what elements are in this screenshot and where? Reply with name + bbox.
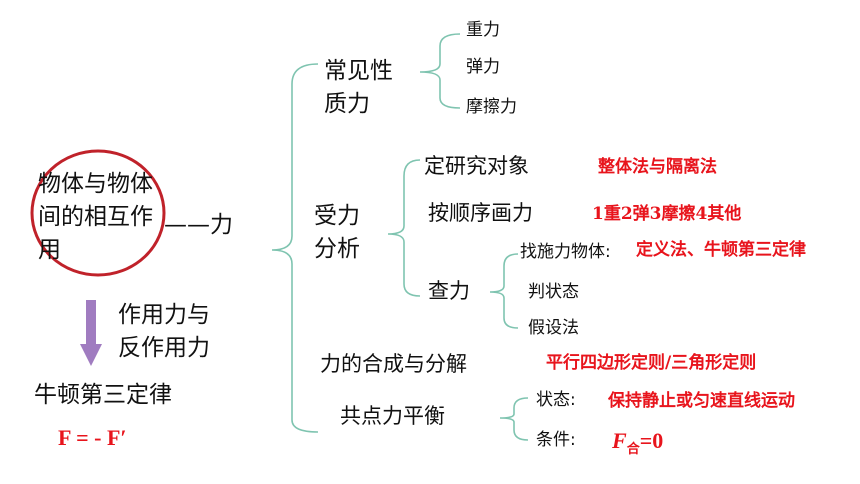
force-analysis-label-line1: 受力: [314, 203, 360, 229]
equilibrium-label: 共点力平衡: [340, 404, 445, 428]
gravity-item: 重力: [466, 20, 500, 40]
net-force-value: =0: [639, 428, 664, 453]
judge-state-label: 判状态: [528, 282, 579, 302]
check-bracket: [489, 253, 519, 329]
force-analysis-label-line2: 分析: [314, 236, 360, 262]
newton-third-law: 牛顿第三定律: [34, 382, 172, 408]
elastic-force-item: 弹力: [466, 57, 500, 77]
equilibrium-state-value: 保持静止或匀速直线运动: [608, 391, 795, 411]
action-reaction-line2: 反作用力: [118, 335, 210, 361]
main-bracket: [271, 63, 319, 433]
find-source-method: 定义法、牛顿第三定律: [636, 240, 806, 260]
center-circle: [30, 149, 166, 277]
equilibrium-condition-formula: F合=0: [612, 428, 664, 456]
action-reaction-line1: 作用力与: [118, 302, 210, 328]
choose-object-label: 定研究对象: [424, 154, 529, 178]
force-analysis-bracket: [387, 159, 421, 297]
newton-third-law-formula: F = - F′: [58, 425, 127, 450]
net-force-symbol: F: [612, 428, 627, 453]
check-forces-label: 查力: [428, 279, 470, 303]
equilibrium-condition-label: 条件:: [536, 430, 576, 450]
find-source-label: 找施力物体:: [520, 242, 611, 262]
net-force-subscript: 合: [626, 441, 640, 456]
common-forces-label-line2: 质力: [324, 91, 370, 117]
center-concept: 物体与物体间的相互作用: [38, 171, 153, 263]
down-arrow-shaft: [86, 300, 96, 344]
draw-in-order-label: 按顺序画力: [428, 201, 533, 225]
common-forces-label-line1: 常见性: [324, 58, 393, 84]
center-connector: ——力: [164, 212, 233, 238]
down-arrow-head: [80, 344, 102, 366]
composition-label: 力的合成与分解: [320, 352, 467, 376]
composition-method: 平行四边形定则/三角形定则: [546, 353, 757, 373]
draw-in-order-method: 1重2弹3摩擦4其他: [592, 204, 742, 224]
equilibrium-state-label: 状态:: [536, 390, 576, 410]
assumption-method-label: 假设法: [528, 318, 579, 338]
common-forces-bracket: [419, 33, 461, 109]
equilibrium-bracket: [499, 397, 529, 441]
choose-object-method: 整体法与隔离法: [598, 157, 717, 177]
friction-item: 摩擦力: [466, 97, 517, 117]
